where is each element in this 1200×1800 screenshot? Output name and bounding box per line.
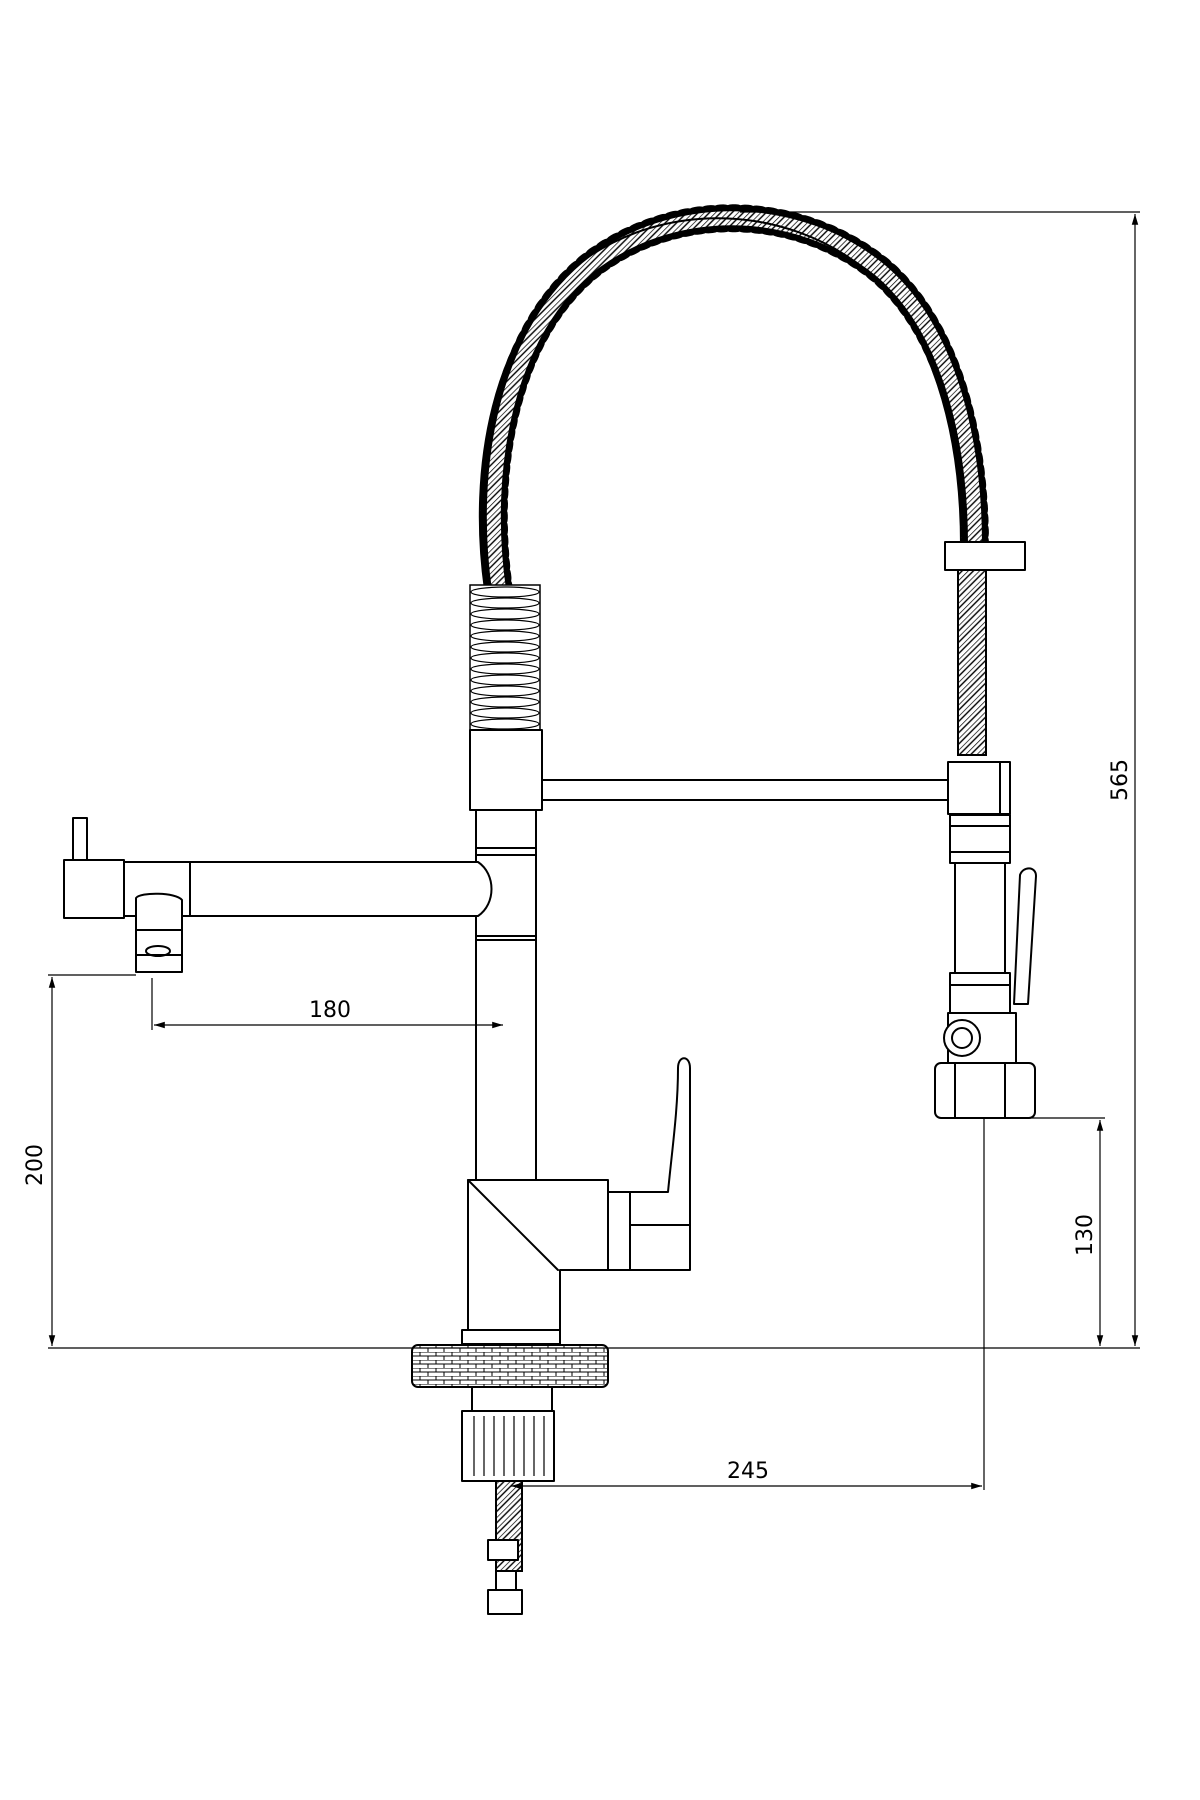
spring-ring [470, 696, 540, 708]
dimension-130: 130 [1073, 1214, 1098, 1256]
spring-ring [470, 586, 540, 598]
spray-holder-arm [541, 761, 1011, 815]
dimension-565: 565 [1108, 759, 1133, 801]
dimension-180: 180 [309, 998, 351, 1023]
faucet-body [461, 1057, 691, 1345]
deck-mount [411, 1344, 609, 1615]
spray-lever [1013, 867, 1037, 1005]
spring-ring [470, 641, 540, 653]
faucet-column [469, 729, 543, 1196]
pot-filler [63, 817, 493, 973]
column-spring [469, 584, 541, 731]
dimension-labels: 180 200 245 130 565 [23, 759, 1133, 1484]
dimension-lines [48, 211, 1140, 1490]
aerator-icon [145, 945, 171, 957]
spring-ring [470, 663, 540, 675]
spring-ring [470, 619, 540, 631]
spray-head [934, 814, 1037, 1119]
spring-ring [470, 707, 540, 719]
mixer-lever [629, 1057, 691, 1271]
spring-ring [470, 597, 540, 609]
spring-ring [470, 652, 540, 664]
spring-ring [470, 630, 540, 642]
spring-ring [470, 608, 540, 620]
pot-filler-knob [72, 817, 88, 861]
spray-button-icon [943, 1019, 981, 1057]
spring-coil [478, 204, 989, 604]
spring-ring [470, 674, 540, 686]
spray-hose [944, 541, 1026, 756]
dimension-245: 245 [727, 1459, 769, 1484]
spring-ring [470, 685, 540, 697]
hose-collar [944, 541, 1026, 571]
dimension-200: 200 [23, 1144, 48, 1186]
